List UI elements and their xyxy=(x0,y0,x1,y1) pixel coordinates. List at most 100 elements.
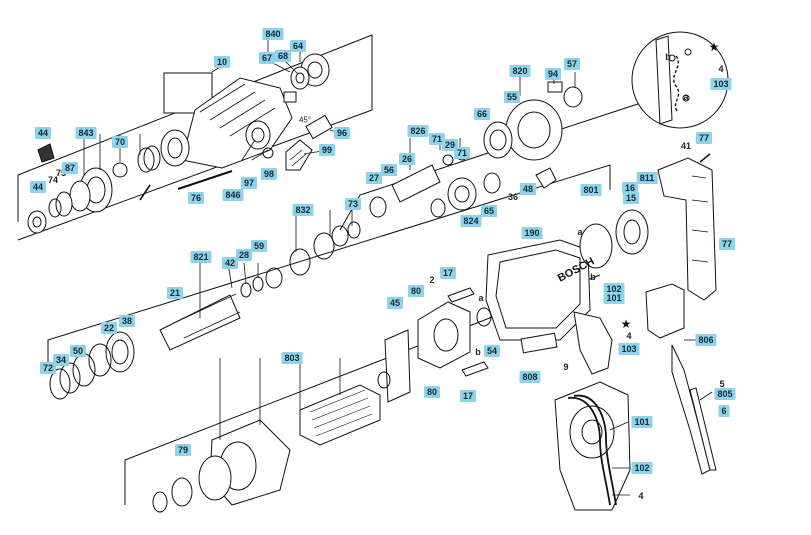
field-coil-2 xyxy=(384,287,492,403)
callout-44-bottom: 44 xyxy=(29,181,47,193)
callout-17-top: 17 xyxy=(439,267,457,279)
callout-57: 57 xyxy=(563,58,581,70)
callout-75: 75 xyxy=(56,167,66,179)
leader-lines xyxy=(83,40,713,496)
callout-64: 64 xyxy=(289,40,307,52)
callout-28: 28 xyxy=(235,249,253,261)
callout-54: 54 xyxy=(483,345,501,357)
callout-80-bottom: 80 xyxy=(423,386,441,398)
callout-66: 66 xyxy=(473,108,491,120)
callout-820: 820 xyxy=(509,65,531,77)
callout-4-inset: 4 xyxy=(638,491,644,501)
callout-846: 846 xyxy=(222,189,244,201)
motor-housing-190 xyxy=(485,239,613,375)
angle-45-label: 45° xyxy=(298,115,312,125)
callout-71-b: 71 xyxy=(453,147,471,159)
callout-6: 6 xyxy=(718,405,730,417)
callout-22: 22 xyxy=(100,322,118,334)
callout-5: 5 xyxy=(719,379,725,389)
callout-808: 808 xyxy=(519,371,541,383)
callout-70: 70 xyxy=(111,136,129,148)
callout-4-mid: 4 xyxy=(626,331,632,341)
star-marker-switch: ★ xyxy=(620,317,632,331)
callout-59: 59 xyxy=(250,240,268,252)
gear-assembly-820 xyxy=(483,81,583,189)
callout-97: 97 xyxy=(240,177,258,189)
callout-99: 99 xyxy=(318,144,336,156)
star-marker-circle: ★ xyxy=(708,40,720,54)
frame-821 xyxy=(47,164,611,370)
callout-843: 843 xyxy=(75,127,97,139)
callout-55: 55 xyxy=(503,91,521,103)
callout-21: 21 xyxy=(166,287,184,299)
callout-67: 67 xyxy=(258,52,276,64)
gear-housing-10 xyxy=(160,72,293,169)
callout-44-top: 44 xyxy=(34,127,52,139)
marker-a-1: a xyxy=(577,227,583,237)
callout-87: 87 xyxy=(61,162,79,174)
callout-79: 79 xyxy=(174,444,192,456)
callout-71-a: 71 xyxy=(428,133,446,145)
callout-68: 68 xyxy=(274,50,292,62)
handle-41 xyxy=(657,153,717,301)
callout-42: 42 xyxy=(221,257,239,269)
power-cable-805 xyxy=(689,387,717,471)
gear-shaft-826 xyxy=(369,149,501,218)
marker-b-3: b xyxy=(665,52,671,62)
callout-50: 50 xyxy=(69,345,87,357)
callout-803: 803 xyxy=(281,352,303,364)
callout-840: 840 xyxy=(262,28,284,40)
callout-74: 74 xyxy=(47,175,59,185)
callout-48: 48 xyxy=(519,183,537,195)
callout-77-top: 77 xyxy=(695,132,713,144)
callout-832: 832 xyxy=(292,204,314,216)
callout-801: 801 xyxy=(580,184,602,196)
marker-a-3: a xyxy=(683,92,689,102)
callout-826: 826 xyxy=(407,125,429,137)
callout-101-inset: 101 xyxy=(631,416,653,428)
switch-parts-96-99 xyxy=(177,114,333,190)
callout-26: 26 xyxy=(398,153,416,165)
bearing-64 xyxy=(283,53,330,103)
marker-a-2: a xyxy=(478,293,484,303)
callout-56: 56 xyxy=(380,164,398,176)
callout-27: 27 xyxy=(365,172,383,184)
callout-190: 190 xyxy=(521,227,543,239)
callout-10: 10 xyxy=(213,56,231,68)
callout-76: 76 xyxy=(187,192,205,204)
callout-805: 805 xyxy=(714,388,736,400)
callout-811: 811 xyxy=(636,172,658,184)
callout-16: 16 xyxy=(621,182,639,194)
callout-103-mid: 103 xyxy=(618,343,640,355)
callout-2: 2 xyxy=(429,275,435,285)
inset-cord-detail xyxy=(554,381,631,511)
callout-4-circle: 4 xyxy=(718,64,724,74)
callout-38: 38 xyxy=(118,315,136,327)
marker-b-2: b xyxy=(475,347,481,357)
marker-b-1: b xyxy=(590,272,596,282)
callout-101-top: 101 xyxy=(603,292,625,304)
callout-102-inset: 102 xyxy=(631,462,653,474)
callout-821: 821 xyxy=(190,251,212,263)
callout-77-bottom: 77 xyxy=(718,238,736,250)
callout-824: 824 xyxy=(460,215,482,227)
frame-843-lower xyxy=(17,85,373,241)
switch-801 xyxy=(579,209,711,475)
callout-72: 72 xyxy=(39,362,57,374)
callout-36: 36 xyxy=(507,192,519,202)
callout-17-bottom: 17 xyxy=(459,390,477,402)
spindle-821 xyxy=(49,221,361,400)
callout-73: 73 xyxy=(344,198,362,210)
callout-34: 34 xyxy=(52,354,70,366)
armature-803 xyxy=(152,371,391,513)
callout-45: 45 xyxy=(386,297,404,309)
callout-96: 96 xyxy=(333,127,351,139)
callout-806: 806 xyxy=(695,334,717,346)
callout-41: 41 xyxy=(680,141,692,151)
circular-inset xyxy=(631,31,729,129)
callout-9: 9 xyxy=(563,362,569,372)
callout-65: 65 xyxy=(480,205,498,217)
callout-15: 15 xyxy=(622,192,640,204)
